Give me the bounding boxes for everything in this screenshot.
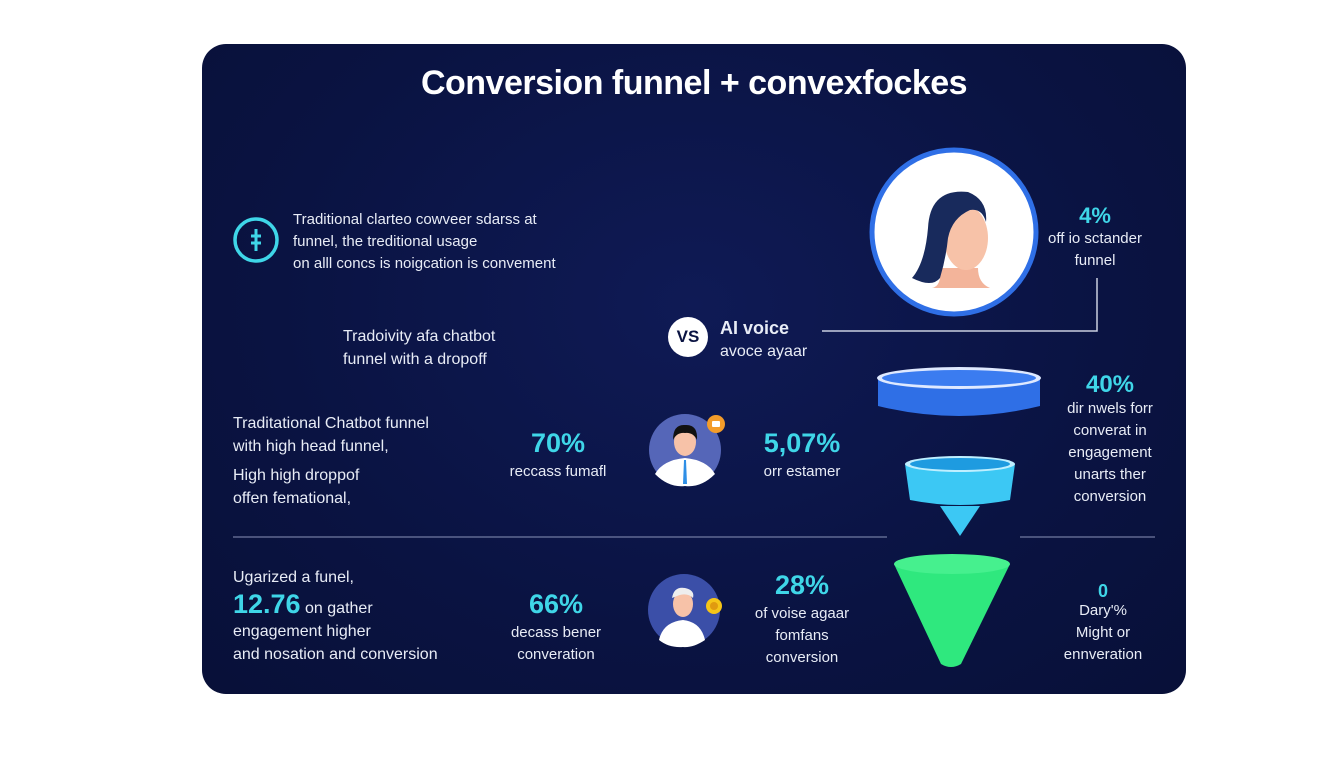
- stat-label: decass bener: [510, 624, 602, 641]
- vs-label: AI voice avoce ayaar: [720, 316, 807, 364]
- ai-voice-avatar: [869, 147, 1039, 317]
- row1-line: Traditational Chatbot funnel: [233, 415, 429, 432]
- currency-icon: [233, 217, 279, 263]
- row2-stat-c: 0 Dary'% Might or ennveration: [1044, 582, 1162, 666]
- subtitle-line: funnel with a dropoff: [343, 351, 487, 368]
- portrait-stat: 4% off io sctander funnel: [1045, 204, 1145, 272]
- stat-label: fomfans: [775, 627, 829, 644]
- row1-line: with high head funnel,: [233, 438, 389, 455]
- row2-stat-a: 66% decass bener converation: [486, 589, 626, 666]
- stat-value: 40%: [1085, 371, 1135, 398]
- row1-stat-a: 70% reccass fumafl: [488, 428, 628, 483]
- stat-value: 66%: [528, 589, 584, 619]
- row2-line: and nosation and conversion: [233, 646, 438, 663]
- row2-line: engagement higher: [233, 623, 371, 640]
- stat-label: engagement: [1068, 444, 1152, 461]
- stat-value: 4%: [1079, 203, 1111, 228]
- infographic-card: Conversion funnel + convexfockes Traditi…: [202, 44, 1186, 694]
- stat-label: Dary'%: [1079, 602, 1127, 619]
- stat-label: unarts ther: [1074, 466, 1146, 483]
- funnel-bottom-green: [894, 554, 1010, 667]
- expert-avatar-icon: [648, 574, 722, 648]
- intro-line: Traditional clarteo cowveer sdarss at: [293, 211, 537, 228]
- row2-value: 12.76: [233, 589, 301, 619]
- stat-value: 70%: [530, 428, 586, 458]
- stat-label: ennveration: [1063, 646, 1143, 663]
- agent-avatar-icon: [649, 414, 725, 487]
- row2-value-suffix: on gather: [305, 600, 373, 617]
- stat-value: 0: [1097, 581, 1108, 601]
- row1-line: offen femational,: [233, 490, 352, 507]
- vs-subtitle: avoce ayaar: [720, 343, 808, 360]
- stat-label: converat in: [1073, 422, 1147, 439]
- top-funnel-stat: 40% dir nwels forr converat in engagemen…: [1050, 372, 1170, 508]
- stat-value: 5,07%: [763, 428, 841, 458]
- row2-stat-b: 28% of voise agaar fomfans conversion: [732, 570, 872, 669]
- funnel-middle-cyan: [905, 456, 1015, 536]
- stat-label: off io sctander: [1048, 230, 1142, 247]
- subtitle-left: Tradoivity afa chatbot funnel with a dro…: [343, 325, 495, 371]
- stat-label: funnel: [1074, 252, 1116, 269]
- subtitle-line: Tradoivity afa chatbot: [343, 328, 496, 345]
- stat-label: orr estamer: [763, 463, 841, 480]
- row1-stat-b: 5,07% orr estamer: [732, 428, 872, 483]
- stat-label: of voise agaar: [754, 605, 850, 622]
- vs-badge: VS: [668, 317, 708, 357]
- row1-description: Traditational Chatbot funnel with high h…: [233, 412, 429, 510]
- intro-line: funnel, the treditional usage: [293, 233, 478, 250]
- stat-label: Might or: [1075, 624, 1131, 641]
- funnel-top-blue: [877, 367, 1041, 416]
- stat-label: dir nwels forr: [1067, 400, 1153, 417]
- stat-label: reccass fumafl: [509, 463, 607, 480]
- row1-line: High high droppof: [233, 467, 360, 484]
- stat-value: 28%: [774, 570, 830, 600]
- intro-text: Traditional clarteo cowveer sdarss at fu…: [293, 209, 556, 275]
- row2-line: Ugarized a funel,: [233, 569, 354, 586]
- row2-description: Ugarized a funel, 12.76 on gather engage…: [233, 566, 438, 666]
- page-title: Conversion funnel + convexfockes: [420, 64, 968, 102]
- vs-title: AI voice: [720, 318, 790, 338]
- stat-label: converation: [517, 646, 595, 663]
- intro-line: on alll concs is noigcation is convement: [293, 255, 556, 272]
- stat-label: conversion: [1073, 488, 1147, 505]
- connector-line: [233, 278, 1155, 538]
- stat-label: conversion: [765, 649, 839, 666]
